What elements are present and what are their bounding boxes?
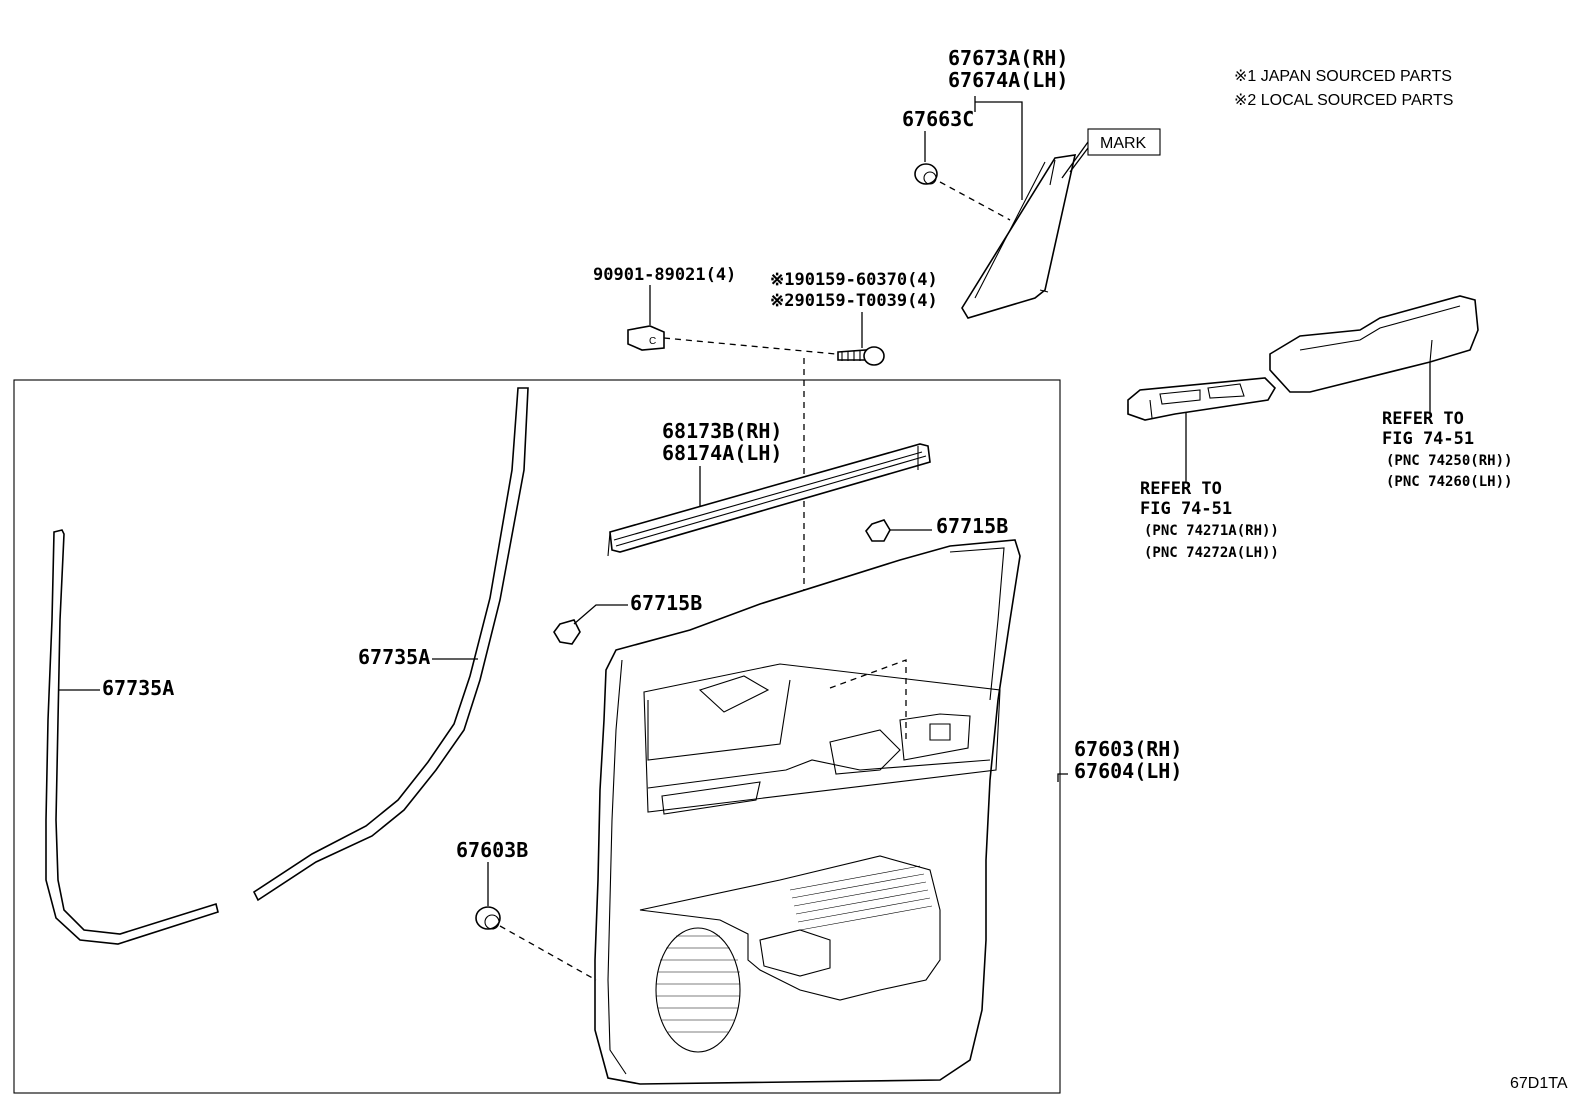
label-67663c: 67663C	[902, 107, 974, 131]
note-japan-sourced: ※1 JAPAN SOURCED PARTS	[1234, 68, 1452, 85]
label-90901-89021: 90901-89021(4)	[593, 265, 736, 285]
dash-67603b	[499, 925, 597, 981]
ref-switch-pnc-rh: (PNC 74271A(RH))	[1144, 523, 1279, 539]
dash-screw	[663, 337, 837, 355]
mark-leader	[1061, 141, 1089, 179]
label-67715b-mid: 67715B	[630, 591, 702, 615]
label-67673a: 67673A(RH)	[948, 46, 1068, 70]
leader-67673a	[974, 96, 1023, 200]
label-67603b: 67603B	[456, 838, 528, 862]
ref-armrest-fig: FIG 74-51	[1382, 429, 1474, 449]
corner-garnish	[961, 154, 1077, 319]
label-67735a-left: 67735A	[102, 676, 174, 700]
label-68173b: 68173B(RH)	[662, 419, 782, 443]
armrest	[1269, 295, 1479, 393]
screw-90159	[837, 346, 885, 366]
label-67674a: 67674A(LH)	[948, 68, 1068, 92]
label-90159-60370: ※190159-60370(4)	[770, 270, 938, 290]
ref-armrest-pnc-rh: (PNC 74250(RH))	[1386, 453, 1512, 469]
label-67604-lh: 67604(LH)	[1074, 759, 1182, 783]
ref-armrest-refer: REFER TO	[1382, 409, 1464, 429]
ref-armrest-pnc-lh: (PNC 74260(LH))	[1386, 474, 1512, 490]
label-67735a-right: 67735A	[358, 645, 430, 669]
clip-67603b	[475, 906, 501, 930]
svg-text:C: C	[649, 336, 656, 347]
ref-switch-refer: REFER TO	[1140, 479, 1222, 499]
door-trim-panel	[594, 539, 1021, 1085]
clip-67715b-top	[865, 519, 891, 542]
note-local-sourced: ※2 LOCAL SOURCED PARTS	[1234, 92, 1453, 109]
mark-label: MARK	[1100, 135, 1147, 152]
dash-67663c	[939, 181, 1011, 221]
switch-base	[1127, 377, 1277, 421]
label-68174a: 68174A(LH)	[662, 441, 782, 465]
figure-code: 67D1TA	[1510, 1075, 1568, 1092]
assembly-frame	[13, 379, 1061, 1094]
ref-switch-pnc-lh: (PNC 74272A(LH))	[1144, 545, 1279, 561]
label-90159-t0039: ※290159-T0039(4)	[770, 291, 938, 311]
weatherstrip-left	[45, 529, 219, 945]
weatherstrip-right	[252, 387, 529, 902]
leader-67603	[1057, 773, 1068, 782]
belt-weatherstrip	[607, 443, 931, 557]
ref-switch-fig: FIG 74-51	[1140, 499, 1232, 519]
clip-67663c	[914, 163, 938, 185]
label-67603-rh: 67603(RH)	[1074, 737, 1182, 761]
clip-90901: C	[627, 325, 665, 351]
clip-67715b-mid	[553, 619, 581, 645]
leader-67715b-mid	[573, 604, 628, 625]
label-67715b-top: 67715B	[936, 514, 1008, 538]
